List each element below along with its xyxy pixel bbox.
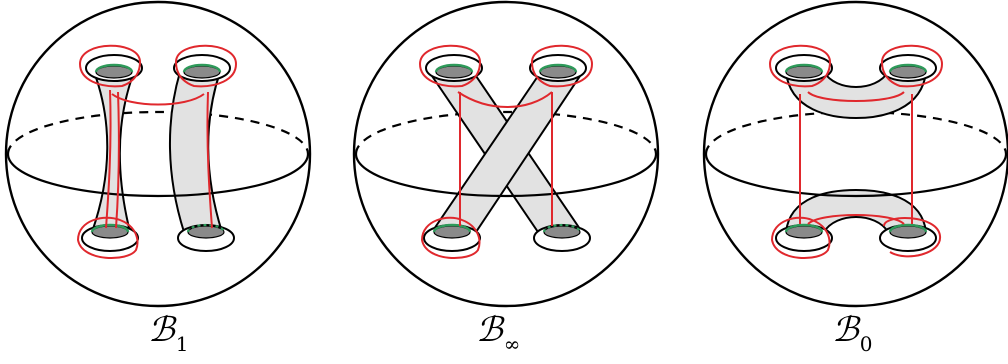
label-symbol: ℬ — [832, 310, 859, 350]
ball-outline — [702, 0, 1008, 308]
red-loop — [880, 44, 944, 88]
band-right — [168, 71, 224, 233]
red-arc — [807, 214, 905, 225]
green-arc — [538, 63, 578, 73]
label-binf: ℬ∞ — [476, 310, 521, 356]
label-b0: ℬ0 — [832, 310, 873, 356]
green-arc — [90, 223, 130, 233]
red-arc — [807, 91, 905, 102]
label-subscript: 1 — [175, 332, 189, 356]
label-subscript: ∞ — [503, 332, 521, 356]
label-symbol: ℬ — [148, 310, 175, 350]
red-loop — [770, 216, 831, 260]
label-b1: ℬ1 — [148, 310, 189, 356]
band-bottom — [784, 188, 928, 233]
green-arc — [432, 223, 472, 233]
panel-binf — [352, 0, 660, 308]
panel-b0 — [702, 0, 1008, 308]
green-arc — [182, 63, 222, 73]
label-subscript: 0 — [859, 332, 873, 356]
green-arc-dotted — [186, 223, 226, 233]
equator-front — [354, 153, 658, 198]
green-arc — [94, 63, 134, 73]
red-loop — [768, 44, 832, 88]
green-arc — [888, 223, 928, 233]
red-loop — [530, 44, 594, 88]
red-loop — [418, 44, 482, 88]
band-left — [90, 71, 136, 233]
equator-back — [354, 110, 658, 155]
ball-outline — [352, 0, 660, 308]
label-symbol: ℬ — [476, 310, 503, 350]
equator-front — [704, 153, 1008, 198]
equator-back — [6, 110, 310, 155]
band-top — [784, 71, 928, 120]
red-loop — [420, 216, 481, 260]
red-strand — [206, 91, 213, 229]
green-arc — [784, 63, 824, 73]
green-arc — [434, 63, 474, 73]
green-arc-dotted — [542, 223, 582, 233]
red-loop — [76, 216, 139, 259]
red-loop — [78, 44, 142, 88]
red-arc — [457, 91, 553, 108]
equator-front — [6, 153, 310, 198]
red-strand — [105, 89, 112, 229]
red-strand — [115, 91, 120, 229]
green-arc — [784, 223, 824, 233]
red-loop — [174, 44, 238, 88]
ball-outline — [4, 0, 312, 308]
green-arc — [888, 63, 928, 73]
panel-b1 — [4, 0, 312, 308]
